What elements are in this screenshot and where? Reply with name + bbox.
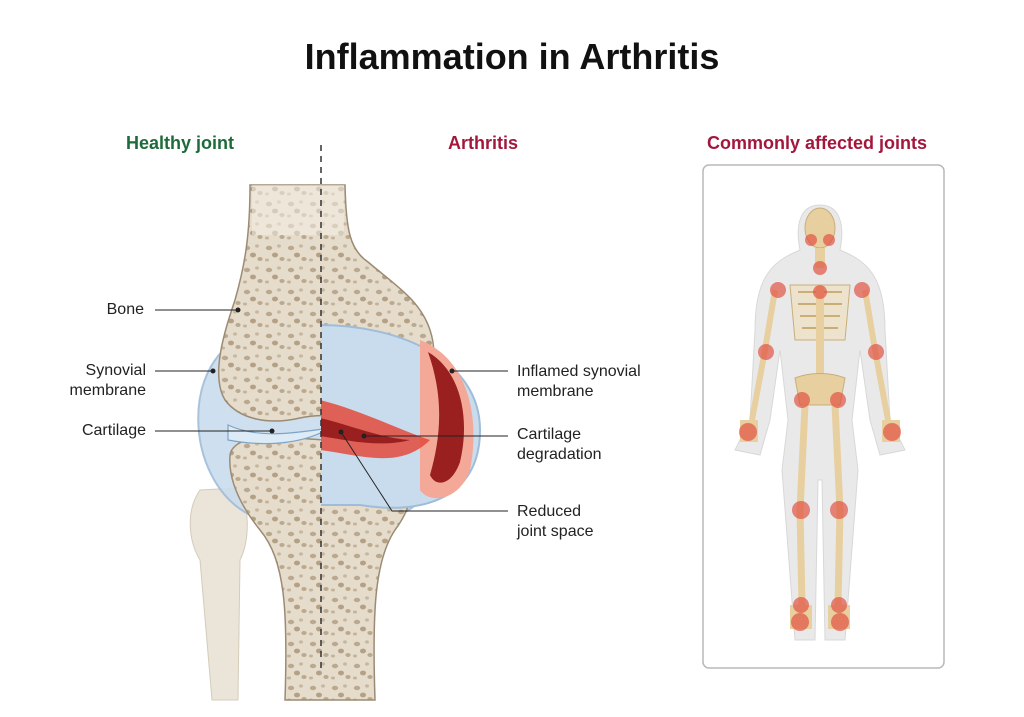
arthritis-overlay [321,324,482,509]
label-cartilage-degradation-line1: Cartilage [517,426,582,443]
label-reduced-joint-space-line2: joint space [517,523,594,540]
label-cartilage: Cartilage [81,422,146,439]
heading-arthritis: Arthritis [448,133,519,153]
label-synovial-membrane-line2: membrane [69,382,146,399]
label-bone: Bone [106,301,144,318]
label-cartilage-degradation-line2: degradation [517,446,602,463]
label-inflamed-synovial-line1: Inflamed synovial [517,363,641,380]
heading-commonly-affected-joints: Commonly affected joints [707,133,928,153]
inflamed-joint-markers [739,234,901,631]
label-reduced-joint-space-line1: Reduced [517,503,582,520]
heading-healthy-joint: Healthy joint [126,133,235,153]
label-inflamed-synovial-line2: membrane [517,383,594,400]
fibula-bone [189,487,248,701]
page-title: Inflammation in Arthritis [304,36,720,77]
label-synovial-membrane-line1: Synovial [85,362,146,379]
leader-reduced [340,431,508,512]
